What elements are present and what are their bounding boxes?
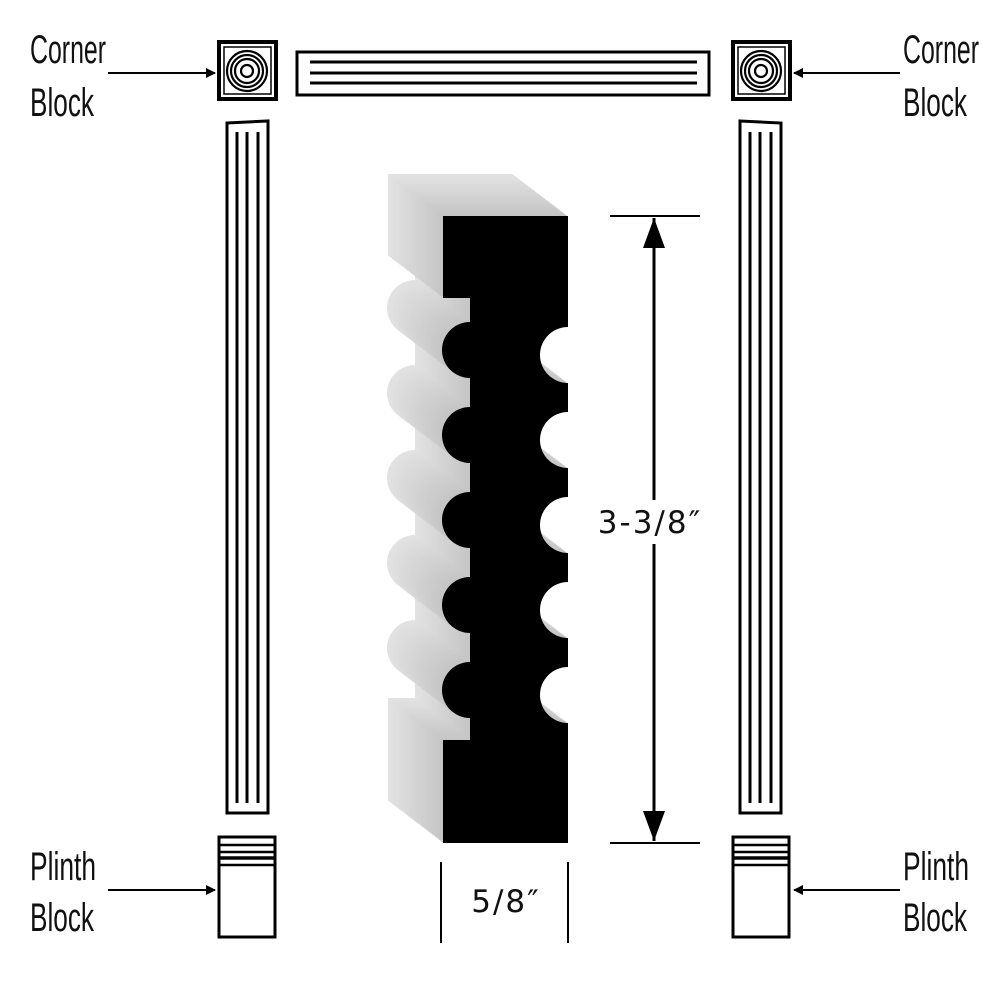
height-label: 3-3/8″ bbox=[598, 505, 702, 541]
label-corner-left-2: Block bbox=[30, 81, 95, 125]
rosette-icon bbox=[225, 49, 269, 93]
plinth-block-left bbox=[217, 835, 277, 939]
corner-block-right bbox=[731, 40, 792, 101]
label-corner-left-1: Corner bbox=[30, 28, 106, 72]
label-plinth-right-2: Block bbox=[903, 896, 968, 940]
head-casing bbox=[295, 50, 711, 97]
corner-block-left bbox=[217, 40, 278, 101]
label-corner-right-2: Block bbox=[903, 81, 968, 125]
label-plinth-right-1: Plinth bbox=[903, 845, 969, 889]
width-dimension: 5/8″ bbox=[440, 862, 569, 943]
plinth-block-right bbox=[731, 835, 791, 939]
side-casing-left bbox=[225, 119, 270, 815]
height-dimension: 3-3/8″ bbox=[588, 215, 708, 844]
label-corner-right-1: Corner bbox=[903, 28, 979, 72]
rosette-icon bbox=[739, 49, 783, 93]
side-casing-right bbox=[738, 119, 783, 815]
label-plinth-left-2: Block bbox=[30, 896, 95, 940]
label-plinth-left-1: Plinth bbox=[30, 845, 96, 889]
molding-profile bbox=[442, 216, 568, 843]
width-label: 5/8″ bbox=[471, 884, 540, 920]
